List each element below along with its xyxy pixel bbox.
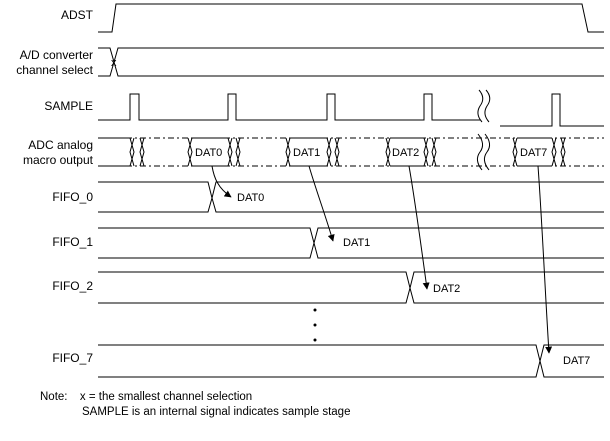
note-text-2: SAMPLE is an internal signal indicates s… [82, 406, 351, 418]
arrow-dat7 [537, 165, 553, 354]
channel-select-bus [98, 47, 604, 77]
vertical-ellipsis [313, 308, 317, 342]
label-channel-select-line2: channel select [16, 63, 93, 77]
label-adc-line1: ADC analog [28, 138, 93, 152]
note-text-1: x = the smallest channel selection [79, 391, 253, 403]
fifo-7-dat7: DAT7 [563, 355, 590, 367]
adc-dat7: DAT7 [520, 147, 547, 159]
adc-dat1: DAT1 [293, 147, 320, 159]
adc-output-bus [98, 133, 604, 171]
label-fifo-2: FIFO_2 [52, 279, 93, 293]
channel-select-x: x [111, 57, 117, 69]
fifo-7-bus [98, 344, 604, 378]
fifo-1-dat1: DAT1 [343, 237, 370, 249]
fifo-0-bus [98, 181, 604, 213]
label-channel-select-line1: A/D converter [19, 48, 93, 62]
note-line1: Note: x = the smallest channel selection [40, 391, 252, 403]
label-adc-line2: macro output [22, 153, 93, 167]
arrow-dat1 [308, 165, 335, 242]
arrow-dat2 [408, 165, 430, 290]
adc-dat2: DAT2 [392, 147, 419, 159]
adst-waveform [98, 3, 604, 33]
fifo-2-dat2: DAT2 [433, 283, 460, 295]
sample-break-mark [477, 89, 491, 123]
arrow-dat0 [211, 165, 232, 198]
adc-dat0: DAT0 [195, 147, 222, 159]
sample-waveform [98, 93, 604, 127]
label-adst: ADST [60, 8, 93, 22]
label-fifo-1: FIFO_1 [52, 235, 93, 249]
fifo-0-dat0: DAT0 [237, 192, 264, 204]
note-prefix: Note: [40, 391, 68, 403]
label-adc-output: ADC analog macro output [23, 138, 93, 168]
label-fifo-7: FIFO_7 [52, 351, 93, 365]
label-channel-select: A/D converter channel select [16, 48, 93, 78]
label-sample: SAMPLE [44, 99, 93, 113]
label-fifo-0: FIFO_0 [52, 190, 93, 204]
fifo-1-bus [98, 227, 604, 259]
fifo-2-bus [98, 271, 604, 304]
